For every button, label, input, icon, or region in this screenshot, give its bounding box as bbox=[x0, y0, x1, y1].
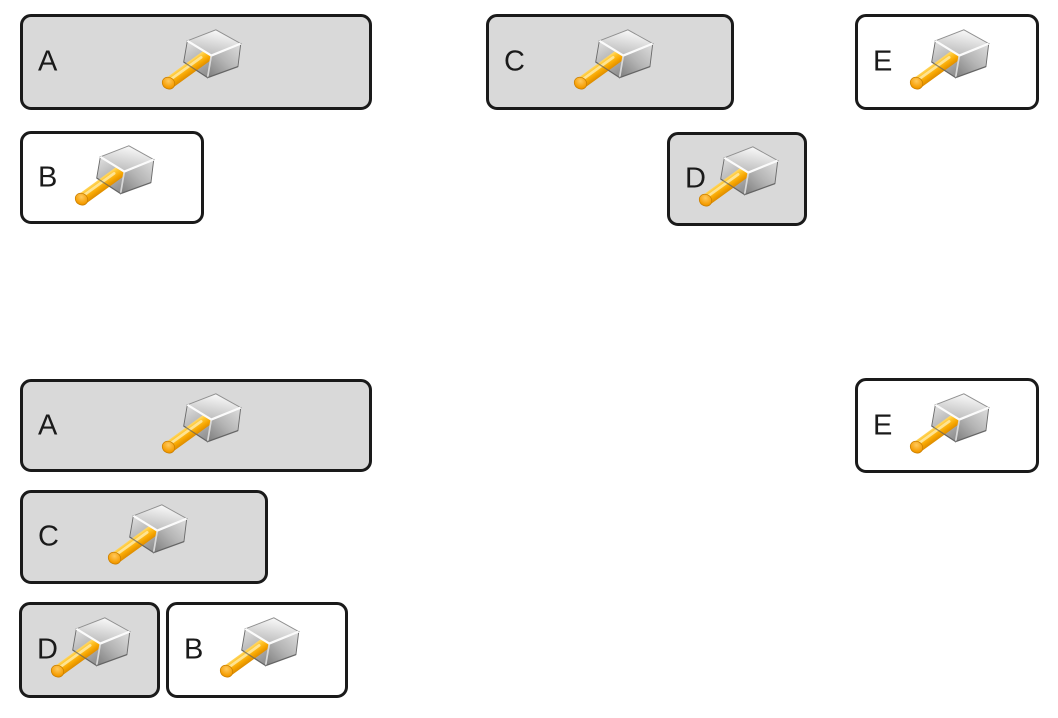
box-b-bottom[interactable]: B bbox=[166, 602, 348, 698]
box-d-top[interactable]: D bbox=[667, 132, 807, 226]
box-label: E bbox=[873, 45, 893, 78]
hammer-icon bbox=[694, 142, 786, 216]
box-label: D bbox=[37, 633, 58, 666]
hammer-icon bbox=[905, 25, 997, 99]
hammer-icon bbox=[215, 613, 307, 687]
hammer-icon bbox=[157, 389, 249, 463]
box-a-top[interactable]: A bbox=[20, 14, 372, 110]
box-c-bottom[interactable]: C bbox=[20, 490, 268, 584]
hammer-icon bbox=[157, 25, 249, 99]
box-label: A bbox=[38, 409, 58, 441]
box-label: E bbox=[873, 409, 893, 441]
box-label: A bbox=[38, 45, 58, 78]
box-d-bottom[interactable]: D bbox=[19, 602, 160, 698]
box-a-bottom[interactable]: A bbox=[20, 379, 372, 472]
box-label: B bbox=[38, 161, 58, 193]
box-b-top[interactable]: B bbox=[20, 131, 204, 224]
hammer-icon bbox=[46, 613, 138, 687]
box-e-bottom[interactable]: E bbox=[855, 378, 1039, 473]
box-label: D bbox=[685, 162, 706, 195]
box-label: C bbox=[504, 45, 525, 78]
box-c-top[interactable]: C bbox=[486, 14, 734, 110]
hammer-icon bbox=[569, 25, 661, 99]
box-e-top[interactable]: E bbox=[855, 14, 1039, 110]
box-label: B bbox=[184, 633, 204, 666]
hammer-icon bbox=[103, 500, 195, 574]
hammer-icon bbox=[905, 389, 997, 463]
box-label: C bbox=[38, 520, 59, 553]
hammer-icon bbox=[70, 141, 162, 215]
